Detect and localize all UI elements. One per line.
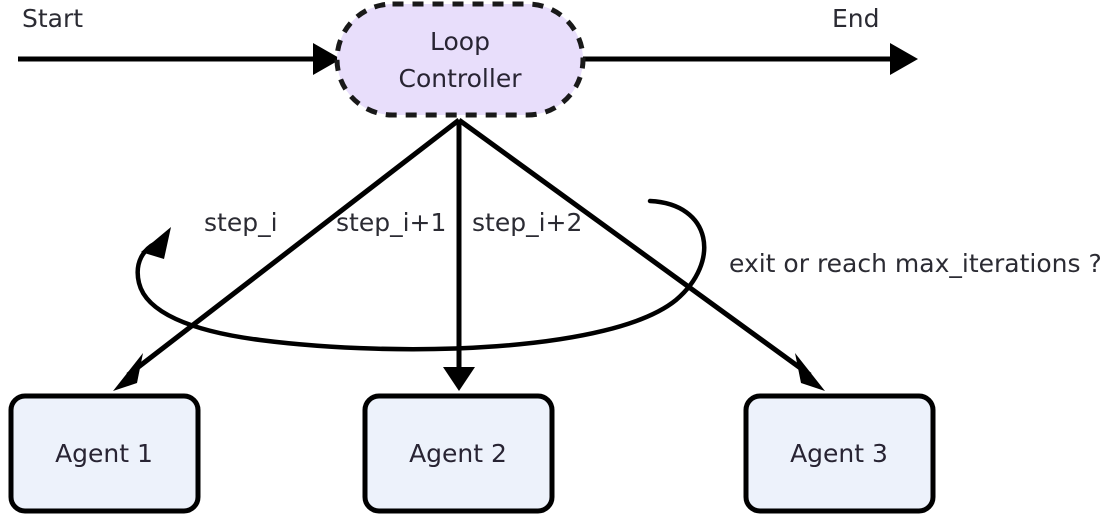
edge-controller-to-agent-1 <box>113 118 461 391</box>
agent-2-node[interactable]: Agent 2 <box>362 393 555 514</box>
edge-agent-1-arrow-head <box>113 353 143 391</box>
start-arrow-head <box>313 43 341 75</box>
loop-controller-shape[interactable] <box>334 1 586 118</box>
agent-3-node[interactable]: Agent 3 <box>743 393 936 514</box>
agent-1-box[interactable] <box>8 393 201 514</box>
feedback-loop-arrow-head <box>141 227 171 259</box>
agent-1-label: Agent 1 <box>55 439 153 468</box>
agent-2-label: Agent 2 <box>409 439 507 468</box>
edge-label-step-i-plus-2: step_i+2 <box>472 208 582 237</box>
edge-agent-2-arrow-head <box>443 367 475 391</box>
start-arrow <box>18 43 341 75</box>
end-arrow-head <box>890 43 918 75</box>
feedback-loop-edge <box>135 198 707 352</box>
edge-agent-1-line <box>126 118 461 377</box>
loop-controller-node[interactable]: Loop Controller <box>334 1 586 118</box>
feedback-loop-path <box>135 198 707 352</box>
loop-controller-label-line2: Controller <box>399 64 523 93</box>
agent-3-label: Agent 3 <box>790 439 888 468</box>
start-label: Start <box>22 4 83 33</box>
agent-2-box[interactable] <box>362 393 555 514</box>
feedback-condition-label: exit or reach max_iterations ? <box>729 249 1102 278</box>
edge-agent-3-line <box>457 117 812 378</box>
end-arrow <box>583 43 918 75</box>
edge-controller-to-agent-2 <box>443 120 475 391</box>
edge-label-step-i-plus-1: step_i+1 <box>336 208 446 237</box>
edge-agent-3-arrow-head <box>795 353 825 391</box>
edge-label-step-i: step_i <box>204 208 278 237</box>
agent-3-box[interactable] <box>743 393 936 514</box>
agent-1-node[interactable]: Agent 1 <box>8 393 201 514</box>
end-label: End <box>832 4 880 33</box>
edge-controller-to-agent-3 <box>457 117 825 391</box>
loop-controller-label-line1: Loop <box>430 27 490 56</box>
